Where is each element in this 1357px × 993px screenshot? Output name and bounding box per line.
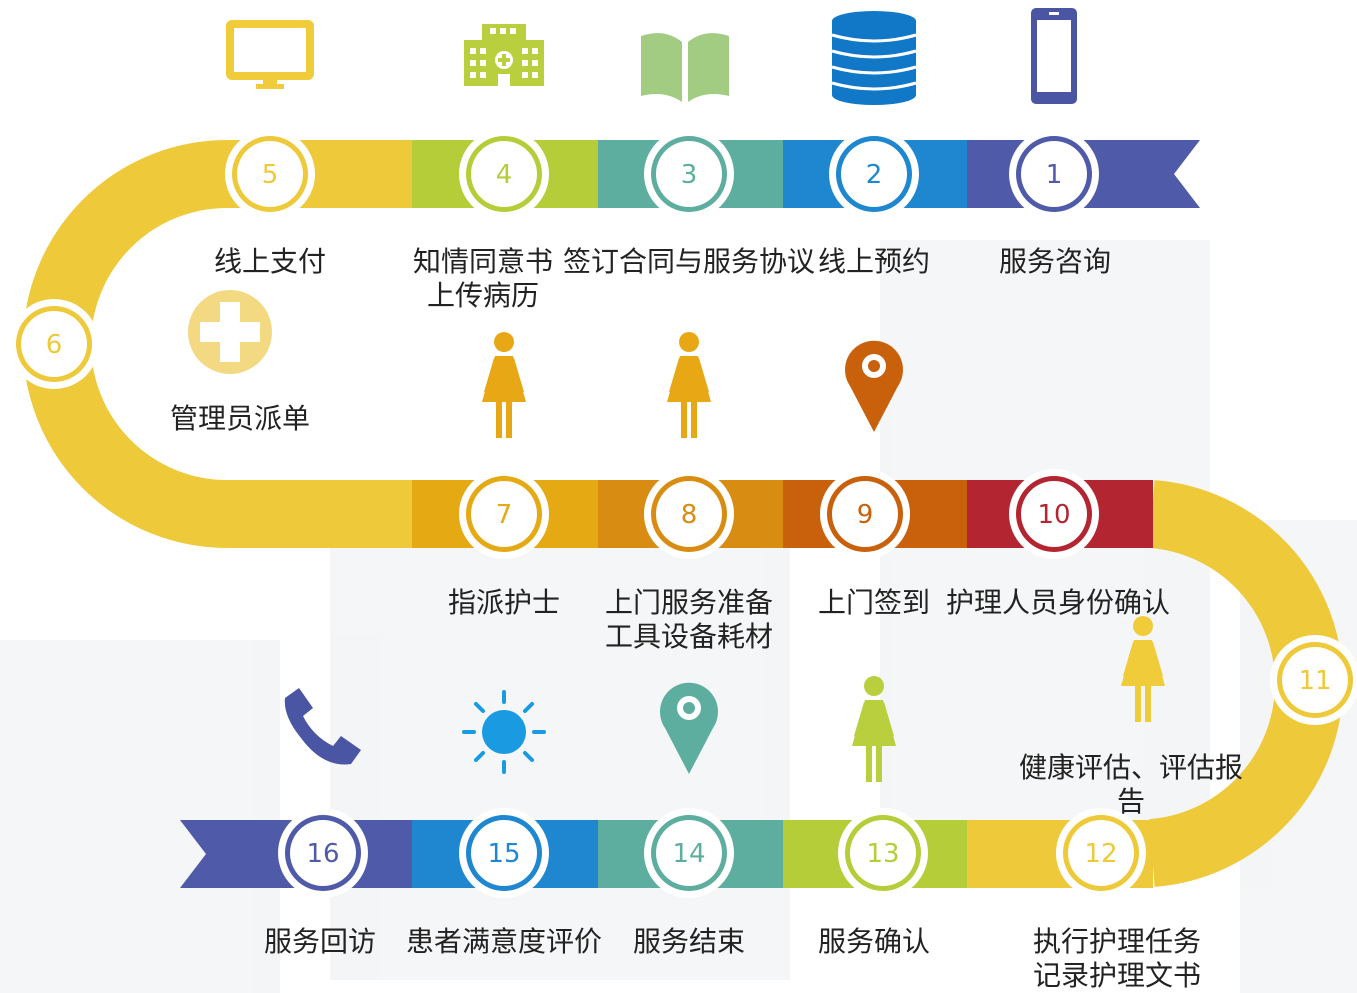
step-label-6: 管理员派单 — [170, 402, 310, 435]
open-book-icon — [641, 33, 729, 102]
nurse-figure-icon — [482, 332, 526, 438]
step-label-4: 知情同意书 — [413, 245, 553, 278]
step-number: 7 — [496, 500, 513, 530]
marker-core — [237, 141, 303, 207]
step-marker-7: 7 — [459, 469, 549, 559]
hospital-building-icon — [464, 24, 544, 86]
marker-core — [21, 311, 87, 377]
step-label-8: 上门服务准备 — [605, 586, 773, 619]
step-marker-9: 9 — [820, 469, 910, 559]
step-marker-2: 2 — [829, 129, 919, 219]
medical-cross-icon — [188, 290, 272, 374]
marker-core — [656, 820, 722, 886]
step-number: 6 — [46, 330, 63, 360]
step-number: 14 — [672, 839, 705, 869]
step-label-5: 线上支付 — [214, 245, 326, 278]
step-marker-15: 15 — [459, 808, 549, 898]
step-number: 4 — [496, 160, 513, 190]
step-number: 11 — [1298, 666, 1331, 696]
monitor-icon — [226, 20, 314, 89]
step-number: 8 — [681, 500, 698, 530]
marker-core — [471, 820, 537, 886]
step-label-8-line2: 工具设备耗材 — [605, 620, 773, 653]
step-label-3: 签订合同与服务协议 — [563, 245, 815, 278]
step-number: 10 — [1037, 500, 1070, 530]
step-label-2: 线上预约 — [818, 245, 930, 278]
marker-core — [1021, 481, 1087, 547]
step-label-12-line2: 记录护理文书 — [1033, 959, 1201, 992]
marker-core — [656, 481, 722, 547]
nurse-figure-icon — [852, 676, 896, 782]
location-pin-icon — [845, 340, 903, 432]
step-label-10: 护理人员身份确认 — [946, 586, 1170, 619]
step-label-9: 上门签到 — [818, 586, 930, 619]
step-marker-4: 4 — [459, 129, 549, 219]
step-marker-10: 10 — [1009, 469, 1099, 559]
step-number: 5 — [262, 160, 279, 190]
step-marker-13: 13 — [838, 808, 928, 898]
marker-core — [841, 141, 907, 207]
sun-icon — [462, 690, 546, 774]
location-pin-icon — [660, 682, 718, 774]
ribbon-tail-left — [180, 820, 228, 888]
step-marker-14: 14 — [644, 808, 734, 898]
phone-icon — [284, 688, 361, 765]
step-label-4-line2: 上传病历 — [427, 279, 539, 312]
marker-core — [1068, 820, 1134, 886]
step-label-11: 健康评估、评估报 — [1019, 751, 1243, 784]
step-marker-1: 1 — [1009, 129, 1099, 219]
step-label-7: 指派护士 — [448, 586, 560, 619]
row-2-band — [227, 480, 1153, 548]
step-number: 16 — [306, 839, 339, 869]
nurse-figure-icon — [1121, 616, 1165, 722]
step-number: 1 — [1046, 160, 1063, 190]
marker-core — [1282, 647, 1348, 713]
step-label-14: 服务结束 — [633, 925, 745, 958]
step-marker-11: 11 — [1270, 635, 1357, 725]
step-label-15: 患者满意度评价 — [406, 925, 602, 958]
marker-core — [471, 141, 537, 207]
ribbon-tail-right — [1151, 140, 1200, 208]
band-segment-6 — [227, 480, 412, 548]
step-label-1: 服务咨询 — [999, 245, 1111, 278]
step-marker-12: 12 — [1056, 808, 1146, 898]
step-number: 9 — [857, 500, 874, 530]
database-icon — [831, 11, 917, 105]
step-label-11-line2: 告 — [1117, 785, 1145, 818]
marker-core — [656, 141, 722, 207]
step-marker-6: 6 — [9, 299, 99, 389]
step-marker-5: 5 — [225, 129, 315, 219]
marker-core — [1021, 141, 1087, 207]
step-number: 15 — [487, 839, 520, 869]
step-label-12: 执行护理任务 — [1033, 925, 1201, 958]
marker-core — [290, 820, 356, 886]
marker-core — [850, 820, 916, 886]
step-label-13: 服务确认 — [818, 925, 930, 958]
step-number: 12 — [1084, 839, 1117, 869]
step-number: 13 — [866, 839, 899, 869]
step-number: 2 — [866, 160, 883, 190]
step-marker-16: 16 — [278, 808, 368, 898]
smartphone-icon — [1031, 8, 1077, 104]
step-number: 3 — [681, 160, 698, 190]
step-label-16: 服务回访 — [264, 925, 376, 958]
marker-core — [471, 481, 537, 547]
step-marker-3: 3 — [644, 129, 734, 219]
marker-core — [832, 481, 898, 547]
step-marker-8: 8 — [644, 469, 734, 559]
nurse-figure-icon — [667, 332, 711, 438]
